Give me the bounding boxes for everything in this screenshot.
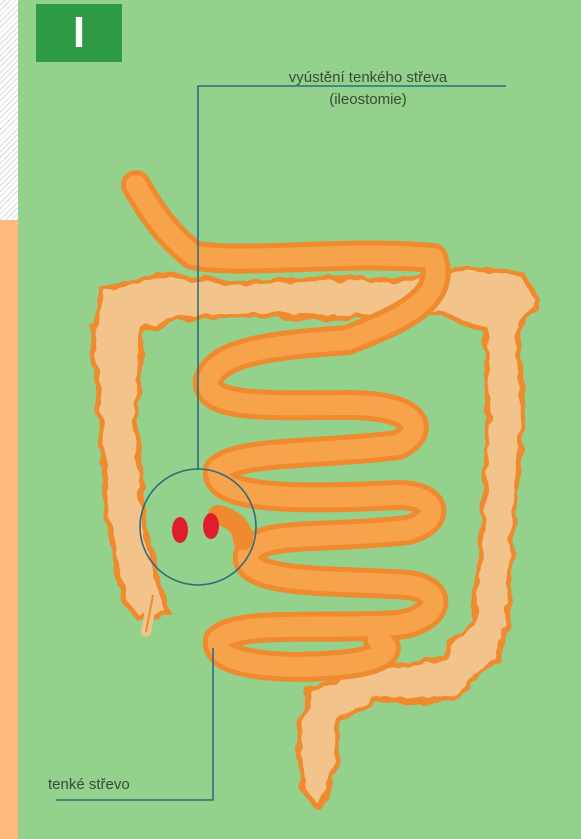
stoma-left: [172, 517, 188, 543]
intestine-illustration: [18, 0, 581, 839]
ileostomy-label-line1: vyústění tenkého střeva: [232, 67, 504, 89]
ileostomy-label: vyústění tenkého střeva (ileostomie): [232, 67, 504, 111]
small-intestine: [136, 185, 436, 667]
diagram-panel: I: [18, 0, 581, 839]
ileostomy-label-line2: (ileostomie): [232, 89, 504, 111]
small-intestine-label: tenké střevo: [48, 776, 130, 793]
stoma-right: [203, 513, 219, 539]
